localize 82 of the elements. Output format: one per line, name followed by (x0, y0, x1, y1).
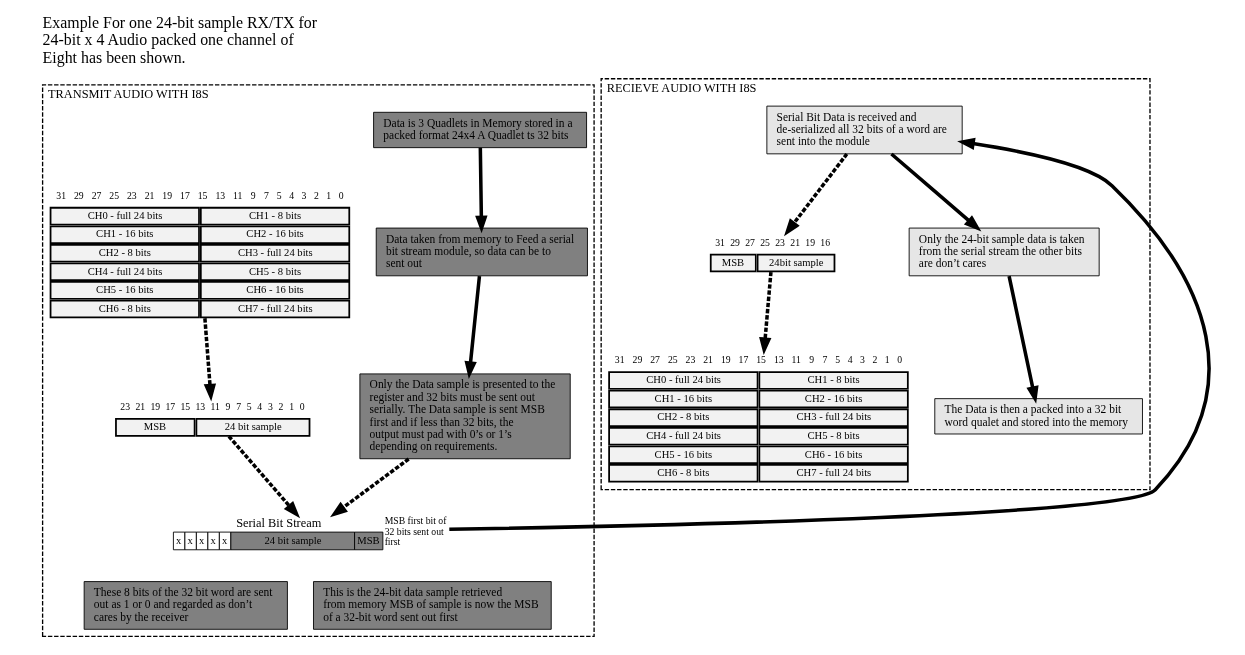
node-label: 9 (225, 400, 231, 412)
node-label: 9 (809, 354, 815, 366)
arrow (227, 435, 301, 519)
arrow (759, 271, 773, 356)
node-label: 11 (791, 354, 801, 366)
node-label: 23 (120, 400, 131, 412)
node-label: 25 (109, 189, 120, 201)
node-label: 21 (135, 400, 146, 412)
node-box: Data taken from memory to Feed a serial bit stream module, so data can be to sent out (375, 227, 588, 277)
node-label: 23 (127, 189, 137, 201)
node-label: 7 (263, 189, 269, 201)
node-box: These 8 bits of the 32 bit word are sent out as 1 or 0 and regarded as don’t cares by the receiver (83, 581, 288, 630)
node-box: Serial Bit Data is received and de-serialized all 32 bits of a word are sent into the module (766, 105, 963, 155)
node-box: Only the 24-bit sample data is taken from the serial stream the other bits are don’t cares (908, 227, 1100, 277)
node-label: 27 (91, 189, 102, 201)
node-label: 9 (250, 189, 256, 201)
node-box: The Data is then a packed into a 32 bit word qualet and stored into the memory (934, 398, 1143, 435)
node-label: 2 (872, 354, 878, 366)
node-label: 17 (165, 400, 176, 412)
node-label: 17 (180, 189, 190, 201)
diagram-title: Example For one 24-bit sample RX/TX for 24-bit x 4 Audio packed one channel of Eight has been shown. (42, 13, 318, 67)
node-label: 0 (299, 400, 305, 412)
node-label: 19 (805, 236, 816, 248)
node-label: 4 (847, 354, 853, 366)
node-label: 7 (236, 400, 242, 412)
node-box: Data is 3 Quadlets in Memory stored in a packed format 24x4 A Quadlet ts 32 bits (373, 111, 587, 149)
node-label: 1 (289, 400, 295, 412)
arrow (890, 152, 982, 232)
node-label: 25 (760, 236, 770, 248)
node-label: 2 (313, 189, 319, 201)
node-label: 19 (150, 400, 161, 412)
arrow (475, 147, 488, 234)
node-label: 0 (897, 354, 903, 366)
node-label: 3 (860, 354, 865, 366)
node-label: 31 (715, 236, 725, 248)
node-label: Serial Bit Stream (236, 515, 322, 530)
node-label: 11 (210, 400, 220, 412)
node-label: 3 (267, 400, 273, 412)
node-label: 1 (884, 354, 890, 366)
node-label: 5 (276, 189, 282, 201)
node-label: 4 (257, 400, 263, 412)
node-label: 4 (289, 189, 295, 201)
node-label: 11 (233, 189, 243, 201)
node-label: 21 (790, 236, 801, 248)
node-box: Only the Data sample is presented to the register and 32 bits must be sent out serially. The Data sample is sent MSB first and if less than 32 bits, the output must pad with 0’s or 1’s depending on requirements. (359, 373, 571, 460)
node-label: 3 (301, 189, 307, 201)
node-label: 29 (730, 236, 740, 248)
node-label: 17 (738, 354, 749, 366)
node-label: 13 (773, 354, 784, 366)
arrow (203, 318, 217, 402)
arrow (330, 457, 410, 518)
node-label: 7 (822, 354, 828, 366)
node-label: 29 (73, 189, 84, 201)
node-box: This is the 24-bit data sample retrieved from memory MSB of sample is now the MSB of a 32-bit word sent out first (313, 581, 552, 630)
node-label: 25 (667, 354, 678, 366)
node-label: 19 (720, 354, 731, 366)
node-label: 1 (326, 189, 332, 201)
node-label: 15 (197, 189, 208, 201)
node-label: 19 (162, 189, 173, 201)
node-label: 13 (195, 400, 206, 412)
node-label: 31 (614, 354, 625, 366)
node-label: 31 (56, 189, 67, 201)
node-label: 15 (180, 400, 191, 412)
node-label: 27 (650, 354, 660, 366)
node-label: 23 (685, 354, 696, 366)
node-label: 16 (820, 236, 831, 248)
node-label: 21 (144, 189, 155, 201)
node-label: 29 (632, 354, 643, 366)
arrow (464, 275, 482, 379)
arrow (784, 152, 849, 237)
node-label: 23 (775, 236, 785, 248)
node-label: 5 (246, 400, 252, 412)
node-label: 21 (703, 354, 713, 366)
arrow (449, 137, 1211, 532)
node-label: 27 (745, 236, 755, 248)
node-label: 5 (835, 354, 841, 366)
node-label: 2 (278, 400, 284, 412)
node-label: 13 (215, 189, 226, 201)
arrow (1007, 275, 1039, 404)
node-label: 15 (756, 354, 766, 366)
node-label: MSB first bit of 32 bits sent out first (384, 514, 447, 548)
node-label: 0 (338, 189, 344, 201)
